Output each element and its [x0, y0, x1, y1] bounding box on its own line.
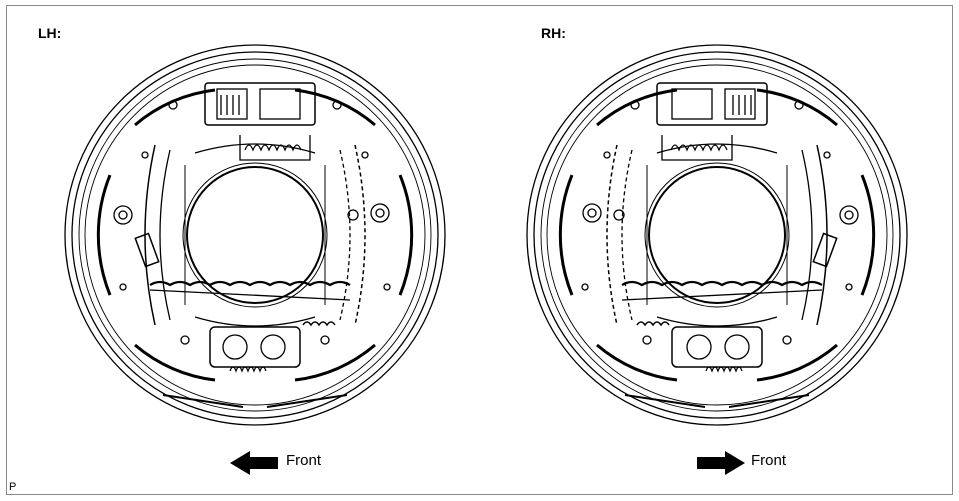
figure-code: P — [9, 481, 17, 493]
hub-ring — [186, 166, 324, 304]
lh-brake-assembly — [64, 44, 446, 426]
lh-front-label: Front — [286, 452, 322, 469]
figure-frame — [6, 5, 953, 495]
lower-spring — [149, 280, 351, 287]
outer-ring — [64, 44, 446, 426]
wheel-cylinder — [204, 82, 316, 126]
anchor-block — [209, 326, 301, 368]
rh-front-label: Front — [751, 452, 787, 469]
upper-return-spring — [244, 144, 302, 152]
lh-label: LH: — [38, 25, 62, 41]
rh-brake-assembly — [525, 43, 909, 427]
arrow-left-icon — [230, 451, 278, 475]
arrow-right-icon — [697, 451, 745, 475]
rh-label: RH: — [541, 25, 566, 41]
